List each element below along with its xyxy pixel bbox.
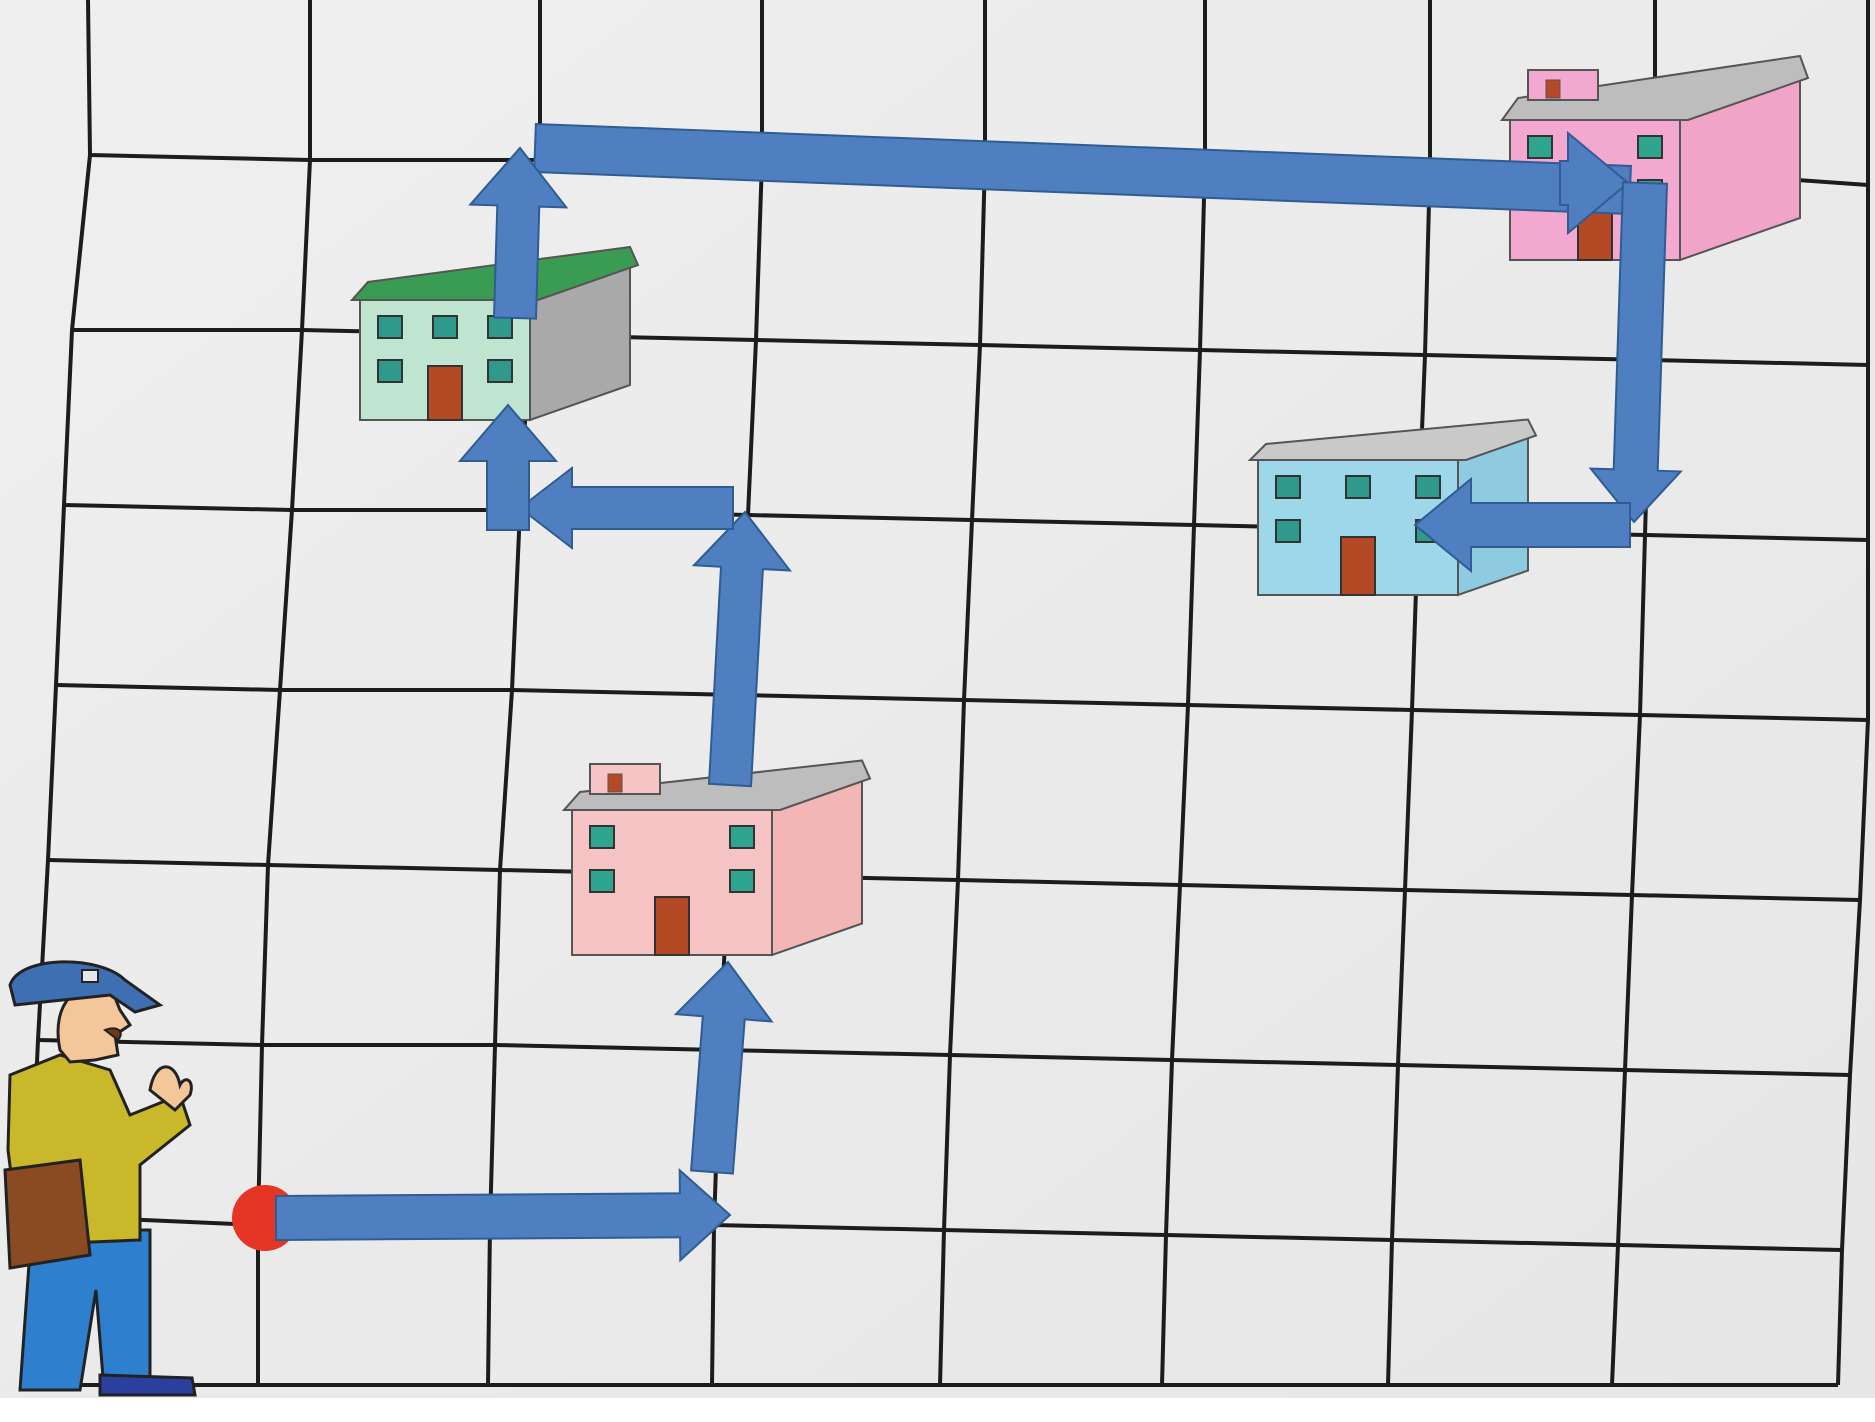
- building-upper-window: [608, 774, 622, 792]
- building-window: [1528, 136, 1552, 158]
- building-window: [730, 870, 754, 892]
- building-window: [730, 826, 754, 848]
- building-window: [488, 360, 512, 382]
- building-window: [590, 870, 614, 892]
- postman-bag: [5, 1160, 90, 1268]
- building-window: [1638, 136, 1662, 158]
- page-margin: [0, 1398, 1875, 1422]
- building-upper-story: [590, 764, 660, 794]
- building-window: [488, 316, 512, 338]
- building-peach: [564, 761, 870, 956]
- building-window: [1276, 520, 1300, 542]
- building-window: [378, 316, 402, 338]
- building-window: [433, 316, 457, 338]
- building-door: [1341, 537, 1375, 595]
- building-upper-window: [1546, 80, 1560, 98]
- postman-shoe: [100, 1375, 195, 1395]
- building-window: [590, 826, 614, 848]
- building-upper-story: [1528, 70, 1598, 100]
- building-window: [1346, 476, 1370, 498]
- building-window: [1276, 476, 1300, 498]
- postman-cap-badge: [82, 970, 98, 982]
- building-window: [378, 360, 402, 382]
- building-door: [428, 366, 462, 420]
- building-window: [1416, 476, 1440, 498]
- building-door: [655, 897, 689, 955]
